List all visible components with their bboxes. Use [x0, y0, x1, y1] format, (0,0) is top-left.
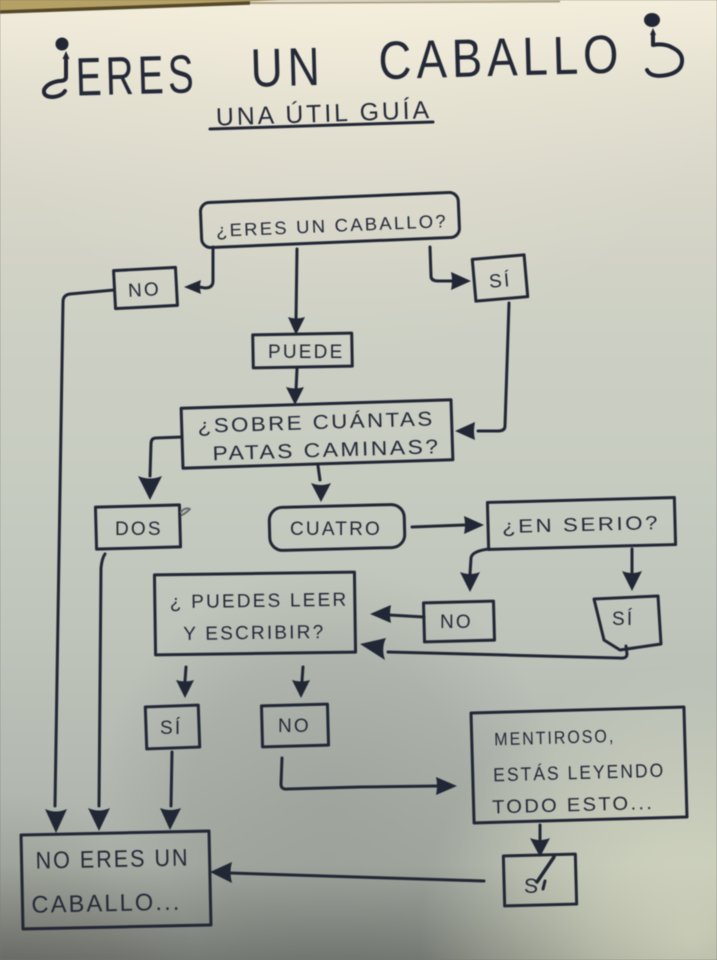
svg-text:NO: NO: [440, 612, 473, 633]
svg-text:NO: NO: [278, 716, 311, 737]
svg-text:NO: NO: [127, 279, 161, 302]
svg-text:TODO ESTO...: TODO ESTO...: [492, 793, 655, 819]
svg-text:CABALLO: CABALLO: [378, 24, 625, 91]
svg-text:CABALLO...: CABALLO...: [31, 889, 182, 919]
svg-text:DOS: DOS: [115, 519, 163, 540]
svg-text:ESTÁS LEYENDO: ESTÁS LEYENDO: [493, 761, 666, 787]
svg-text:¿ PUEDES LEER: ¿ PUEDES LEER: [170, 590, 349, 613]
svg-text:ERES: ERES: [75, 44, 199, 107]
svg-text:PUEDE: PUEDE: [268, 342, 344, 363]
svg-text:S: S: [524, 875, 540, 898]
svg-text:NO ERES UN: NO ERES UN: [35, 844, 190, 874]
svg-text:SÍ: SÍ: [488, 270, 512, 293]
svg-text:¿EN SERIO?: ¿EN SERIO?: [502, 513, 660, 538]
svg-text:SÍ: SÍ: [612, 609, 634, 630]
svg-text:Y ESCRIBIR?: Y ESCRIBIR?: [183, 622, 325, 645]
svg-text:SÍ: SÍ: [160, 718, 182, 739]
svg-text:CUATRO: CUATRO: [290, 519, 382, 540]
svg-text:MENTIROSO,: MENTIROSO,: [494, 726, 616, 749]
svg-text:UN: UN: [250, 37, 326, 99]
